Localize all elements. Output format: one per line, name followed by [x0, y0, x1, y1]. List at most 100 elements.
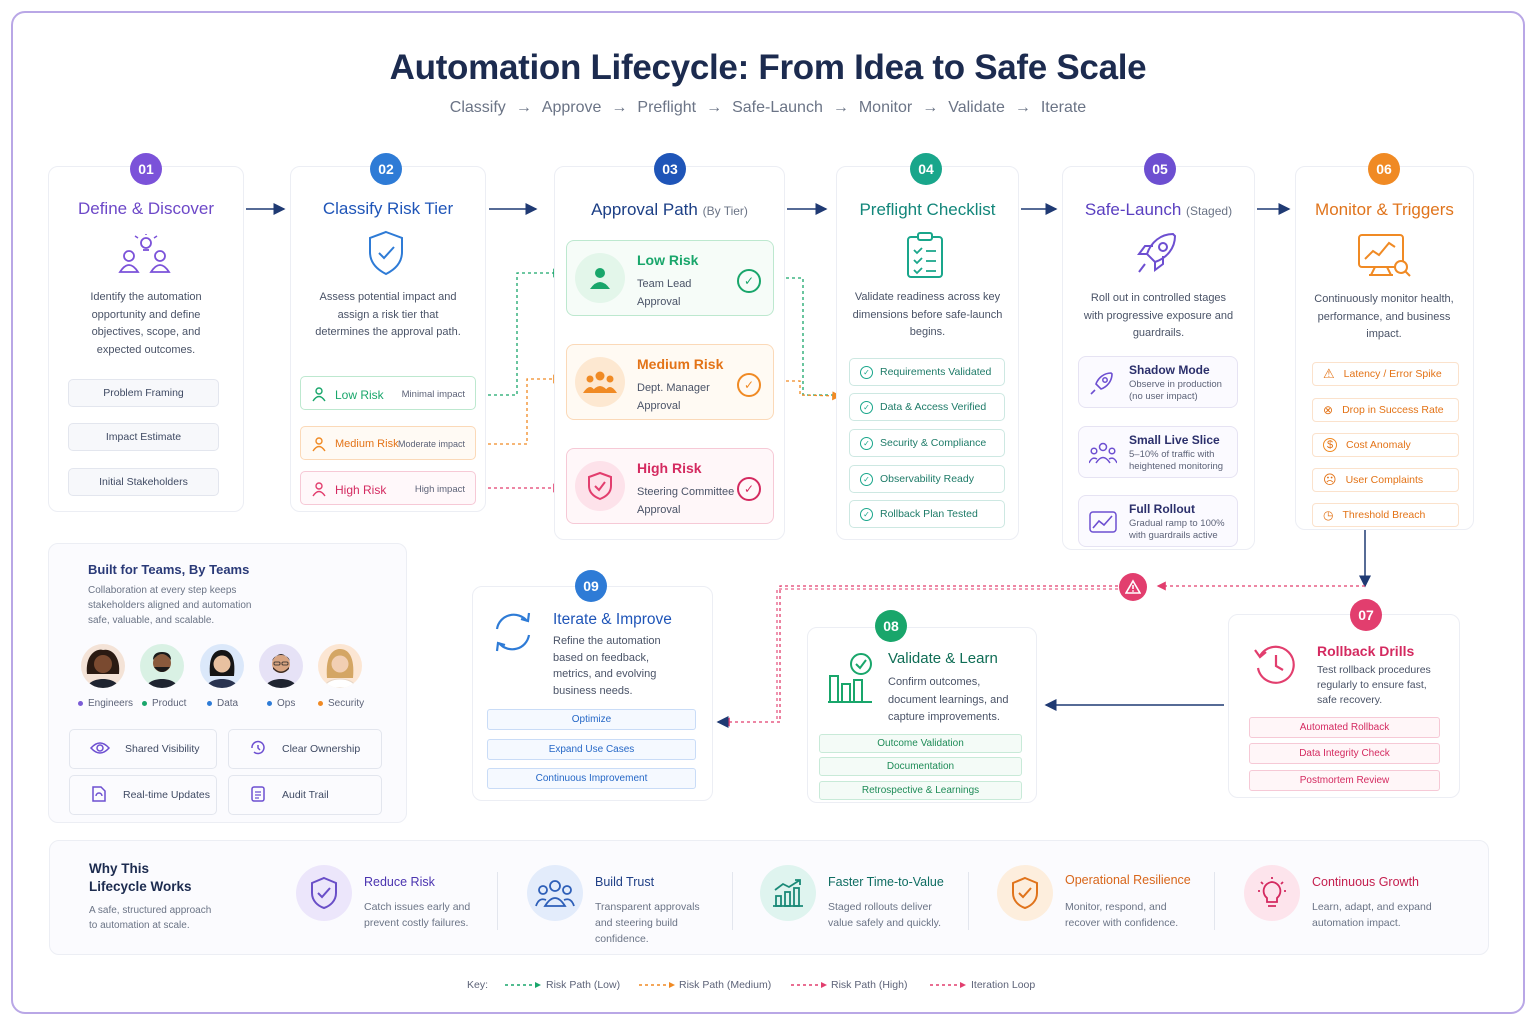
step-chip: Data Integrity Check — [1249, 743, 1440, 764]
benefit-title: Reduce Risk — [364, 875, 435, 889]
tier-impact: Moderate impact — [397, 439, 465, 449]
legend-label: Risk Path (High) — [831, 979, 908, 991]
tier-impact: High impact — [414, 484, 465, 495]
benefit-title: Operational Resilience — [1065, 873, 1191, 887]
benefit-desc: Learn, adapt, and expand automation impa… — [1312, 901, 1432, 929]
step-title: Validate & Learn — [888, 650, 998, 667]
approval-line: Approval — [637, 504, 681, 516]
role-dot — [318, 700, 323, 706]
tier-label: Medium Risk — [335, 438, 399, 450]
flow-step: Approve — [541, 99, 602, 116]
step-title: Safe-Launch (Staged) — [1062, 200, 1255, 220]
checklist-label: Observability Ready — [880, 473, 974, 485]
history-clock-icon — [1252, 642, 1298, 693]
step-badge: 09 — [575, 570, 607, 602]
team-role: Ops — [267, 698, 295, 709]
monitor-chart-icon — [1357, 233, 1413, 284]
avatar — [81, 644, 125, 688]
step-chip: Documentation — [819, 757, 1022, 776]
step-chip: Retrospective & Learnings — [819, 781, 1022, 800]
divider — [1214, 872, 1215, 930]
step-title: Preflight Checklist — [859, 200, 996, 219]
people-group-icon — [527, 865, 583, 921]
why-description: A safe, structured approach to automatio… — [89, 905, 212, 931]
step-title: Approval Path (By Tier) — [554, 200, 785, 220]
feature-label: Clear Ownership — [282, 743, 361, 755]
dollar-icon: $ — [1323, 438, 1337, 452]
stage-desc-line: (no user impact) — [1129, 391, 1198, 402]
step-badge: 07 — [1350, 599, 1382, 631]
step-chip: Continuous Improvement — [487, 768, 696, 789]
step-title: Monitor & Triggers — [1315, 200, 1454, 219]
flow-step: Safe-Launch — [732, 99, 823, 116]
checklist-item: ✓Requirements Validated — [849, 358, 1005, 386]
role-dot — [207, 700, 212, 706]
stage-title: Small Live Slice — [1129, 433, 1220, 447]
step-description: Continuously monitor health, performance… — [1314, 293, 1454, 340]
growth-chart-icon — [760, 865, 816, 921]
flow-step: Monitor — [858, 99, 913, 116]
checklist-item: ✓Data & Access Verified — [849, 393, 1005, 421]
check-circle-icon: ✓ — [737, 269, 761, 293]
legend-line-medium — [639, 982, 675, 988]
people-icon — [311, 481, 327, 500]
trigger-label: Latency / Error Spike — [1343, 368, 1442, 380]
step-title-suffix: (Staged) — [1186, 204, 1233, 218]
approval-label: High Risk — [637, 460, 702, 476]
launch-stage: Shadow Mode Observe in production(no use… — [1078, 356, 1238, 408]
step-description: Roll out in controlled stages with progr… — [1083, 292, 1234, 339]
checklist-item: ✓Rollback Plan Tested — [849, 500, 1005, 528]
step-description: Identify the automation opportunity and … — [90, 291, 202, 356]
trigger-item: ⊗Drop in Success Rate — [1312, 398, 1459, 422]
alert-icon — [1119, 573, 1147, 601]
legend-label: Iteration Loop — [971, 979, 1036, 991]
step-chip: Outcome Validation — [819, 734, 1022, 753]
checklist-label: Security & Compliance — [880, 437, 987, 449]
legend-line-loop — [930, 982, 966, 988]
checklist-label: Requirements Validated — [880, 366, 992, 378]
step-07-card — [1228, 614, 1460, 798]
stage-desc-line: Observe in production — [1129, 379, 1222, 390]
benefit-title: Faster Time-to-Value — [828, 875, 944, 889]
legend-line-low — [505, 982, 541, 988]
step-chip: Initial Stakeholders — [68, 468, 219, 496]
feature-item: Clear Ownership — [228, 729, 382, 769]
checklist-item: ✓Observability Ready — [849, 465, 1005, 493]
why-title-line: Why This — [89, 861, 149, 876]
approval-label: Medium Risk — [637, 356, 724, 372]
role-dot — [78, 700, 83, 706]
role-label: Data — [217, 698, 239, 709]
step-badge: 08 — [875, 610, 907, 642]
document-icon — [249, 785, 267, 806]
step-chip: Impact Estimate — [68, 423, 219, 451]
benefit-desc: Catch issues early and prevent costly fa… — [364, 901, 471, 929]
divider — [497, 872, 498, 930]
avatar — [140, 644, 184, 688]
teams-description: Collaboration at every step keeps stakeh… — [88, 585, 252, 626]
approval-label: Low Risk — [637, 252, 699, 268]
tier-low: Low Risk Minimal impact — [300, 376, 476, 410]
approval-line: Approval — [637, 400, 681, 412]
people-icon — [575, 253, 625, 303]
step-title: Classify Risk Tier — [322, 199, 454, 218]
trigger-label: User Complaints — [1345, 474, 1424, 486]
approval-line: Steering Committee — [637, 486, 735, 498]
avatar — [318, 644, 362, 688]
check-icon: ✓ — [860, 507, 873, 521]
document-sync-icon — [90, 785, 108, 806]
launch-stage: Full Rollout Gradual ramp to 100%with gu… — [1078, 495, 1238, 547]
trigger-label: Drop in Success Rate — [1342, 404, 1444, 416]
tier-impact: Minimal impact — [401, 389, 465, 400]
tier-high: High Risk High impact — [300, 471, 476, 505]
page-title: Automation Lifecycle: From Idea to Safe … — [389, 48, 1147, 87]
refresh-cycle-icon — [489, 609, 537, 660]
step-title: Define & Discover — [77, 199, 215, 218]
stage-desc: Observe in production(no user impact) — [1129, 379, 1222, 403]
step-description: Assess potential impact and assign a ris… — [315, 291, 461, 338]
step-chip: Optimize — [487, 709, 696, 730]
approval-line: Approval — [637, 296, 681, 308]
